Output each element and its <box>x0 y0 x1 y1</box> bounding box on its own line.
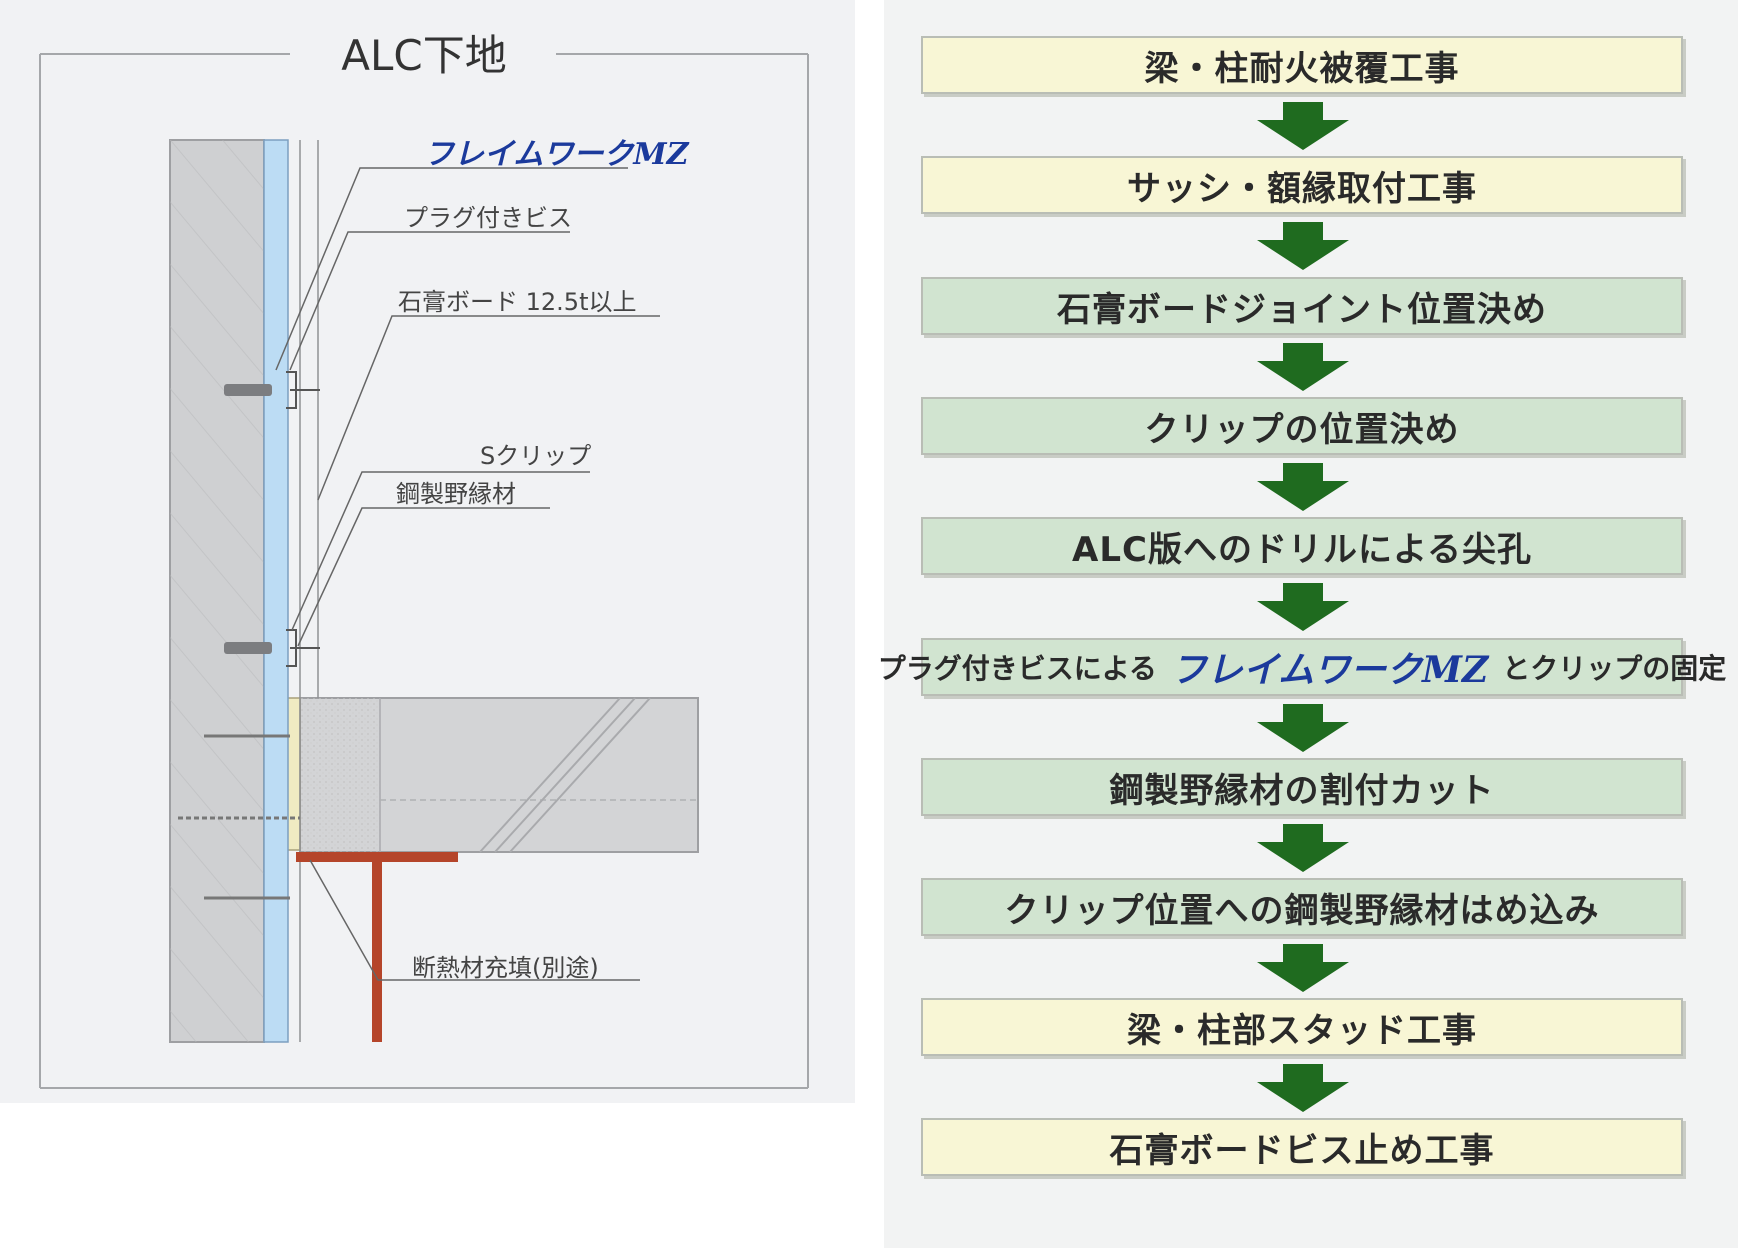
concrete-slab <box>299 697 699 853</box>
down-arrow-icon <box>1257 102 1349 150</box>
brand-logo-text: フレイムワークMZ <box>424 137 690 172</box>
flow-step-label-before: プラグ付きビスによる <box>877 652 1157 685</box>
flow-step-3: 石膏ボードジョイント位置決め <box>921 277 1683 335</box>
leader-lines <box>275 167 660 981</box>
alc-panel <box>169 139 265 1043</box>
down-arrow-icon <box>1257 222 1349 270</box>
down-arrow-icon <box>1257 704 1349 752</box>
plug-screw-upper <box>224 371 320 409</box>
down-arrow-icon <box>1257 824 1349 872</box>
flow-step-10: 石膏ボードビス止め工事 <box>921 1118 1683 1176</box>
flow-step-label: 石膏ボードビス止め工事 <box>1109 1130 1495 1171</box>
down-arrow-icon <box>1257 463 1349 511</box>
flow-step-label: サッシ・額縁取付工事 <box>1127 168 1477 209</box>
flow-step-label: 梁・柱部スタッド工事 <box>1127 1010 1477 1051</box>
flow-step-label: 石膏ボードジョイント位置決め <box>1057 289 1547 330</box>
steel-beam <box>296 852 458 1042</box>
brand-logo-text: フレイムワークMZ <box>1170 649 1489 691</box>
flow-step-label-after: とクリップの固定 <box>1502 652 1727 685</box>
down-arrow-icon <box>1257 583 1349 631</box>
alc-section-diagram: ALC下地 <box>39 31 809 1089</box>
left-panel <box>0 0 855 1103</box>
plug-screw-lower <box>224 629 320 667</box>
flow-step-label: クリップの位置決め <box>1144 409 1460 450</box>
flow-step-label: 鋼製野縁材の割付カット <box>1109 770 1495 811</box>
flow-step-1: 梁・柱耐火被覆工事 <box>921 36 1683 94</box>
flow-step-2: サッシ・額縁取付工事 <box>921 156 1683 214</box>
down-arrow-icon <box>1257 343 1349 391</box>
flow-step-6: プラグ付きビスによる フレイムワークMZ とクリップの固定 <box>878 638 1726 696</box>
flow-step-label: 梁・柱耐火被覆工事 <box>1144 48 1460 89</box>
down-arrow-icon <box>1257 944 1349 992</box>
label-s-clip: Sクリップ <box>480 442 591 470</box>
flow-step-9: 梁・柱部スタッド工事 <box>921 998 1683 1056</box>
flow-step-label: クリップ位置への鋼製野縁材はめ込み <box>1004 890 1600 931</box>
label-gypsum-board: 石膏ボード 12.5t以上 <box>398 288 636 316</box>
flow-step-5: ALC版へのドリルによる尖孔 <box>921 517 1683 575</box>
anchor-bolts <box>178 734 300 900</box>
flow-step-8: クリップ位置への鋼製野縁材はめ込み <box>921 878 1683 936</box>
flow-step-4: クリップの位置決め <box>921 397 1683 455</box>
flow-step-7: 鋼製野縁材の割付カット <box>921 758 1683 816</box>
label-insulation: 断熱材充填(別途) <box>412 954 599 982</box>
gypsum-board-layer <box>263 139 289 1043</box>
diagram-title: ALC下地 <box>341 31 506 80</box>
down-arrow-icon <box>1257 1064 1349 1112</box>
diagram-frame <box>39 53 809 1089</box>
flow-step-label: ALC版へのドリルによる尖孔 <box>1072 529 1532 570</box>
label-steel-furring: 鋼製野縁材 <box>396 480 516 508</box>
label-plug-screw: プラグ付きビス <box>404 204 572 232</box>
